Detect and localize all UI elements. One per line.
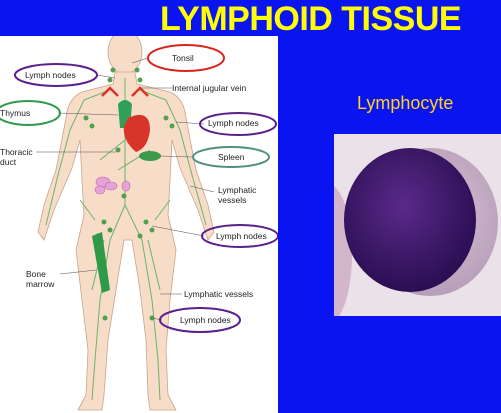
heart-organ <box>123 114 150 152</box>
label-lymph-nodes-neck: Lymph nodes <box>25 70 76 80</box>
lymphocyte-micrograph <box>334 134 501 316</box>
label-lymph-nodes-groin: Lymph nodes <box>216 231 267 241</box>
label-lymphatic-vessels-lower: Lymphatic vessels <box>184 289 254 299</box>
label-thoracic-duct-line2: duct <box>0 157 17 167</box>
cell-nucleus <box>344 148 476 292</box>
label-bone-marrow-line1: Bone <box>26 269 46 279</box>
label-thymus: Thymus <box>0 108 31 118</box>
body-illustration <box>0 36 278 411</box>
label-spleen: Spleen <box>218 152 245 162</box>
lymphocyte-label: Lymphocyte <box>357 93 454 113</box>
intestine-organ <box>94 176 131 195</box>
highlight-ellipses <box>0 44 278 333</box>
label-tonsil: Tonsil <box>172 53 194 63</box>
label-internal-jugular-vein: Internal jugular vein <box>172 83 247 93</box>
label-thoracic-duct-line1: Thoracic <box>0 147 33 157</box>
bone-marrow-femur <box>92 232 110 293</box>
label-lymph-nodes-knee: Lymph nodes <box>180 315 231 325</box>
lymphatic-system-diagram: Tonsil Lymph nodes Internal jugular vein… <box>0 36 278 413</box>
label-lymphatic-vessels-upper-line2: vessels <box>218 195 247 205</box>
slide-title: LYMPHOID TISSUE <box>160 0 462 38</box>
label-bone-marrow-line2: marrow <box>26 279 55 289</box>
label-lymphatic-vessels-upper-line1: Lymphatic <box>218 185 257 195</box>
spleen-organ <box>139 151 161 161</box>
label-lymph-nodes-axilla: Lymph nodes <box>208 118 259 128</box>
lymphocyte-cell-image <box>334 134 501 316</box>
